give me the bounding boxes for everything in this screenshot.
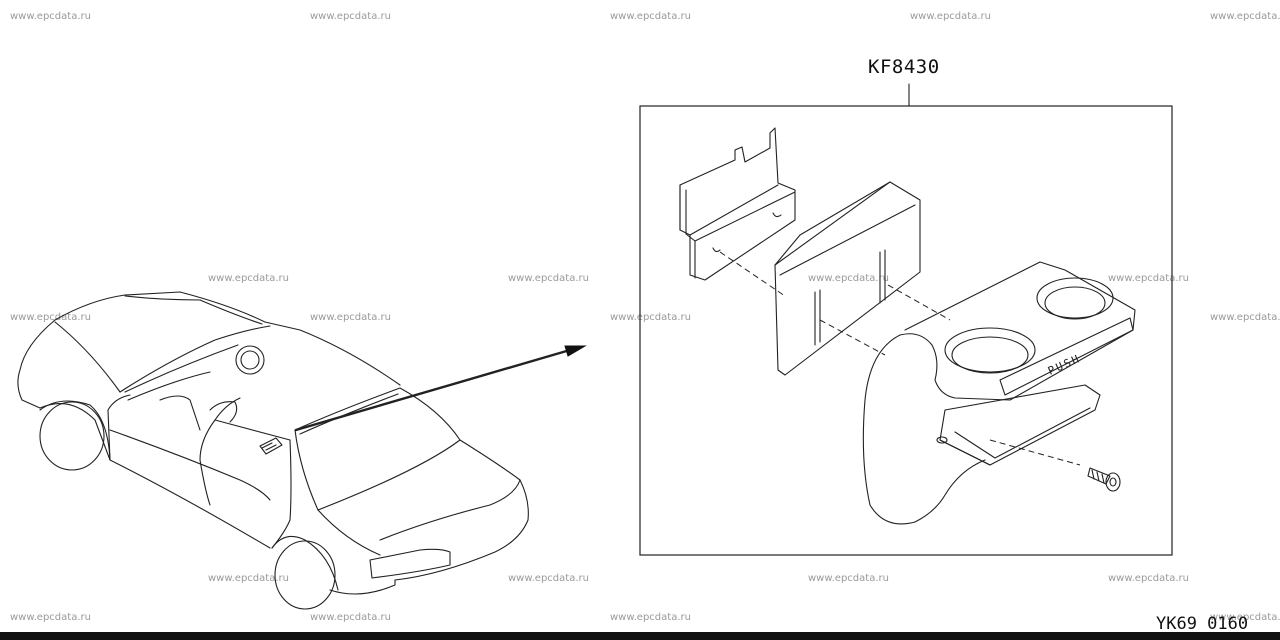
screw (1087, 467, 1121, 492)
part-number-label: KF8430 (868, 56, 940, 78)
watermark: www.epcdata.ru (310, 312, 391, 323)
watermark: www.epcdata.ru (610, 11, 691, 22)
watermark: www.epcdata.ru (208, 273, 289, 284)
watermark: www.epcdata.ru (808, 573, 889, 584)
watermark: www.epcdata.ru (10, 11, 91, 22)
cup-holder: PUSH (862, 261, 1136, 525)
watermark: www.epcdata.ru (10, 612, 91, 623)
watermark: www.epcdata.ru (208, 573, 289, 584)
watermark: www.epcdata.ru (610, 612, 691, 623)
watermark: www.epcdata.ru (310, 612, 391, 623)
diagram-code: YK69 0160 (1156, 614, 1249, 634)
watermark: www.epcdata.ru (1210, 612, 1280, 623)
mounting-bracket (679, 127, 796, 281)
watermark: www.epcdata.ru (610, 312, 691, 323)
pointer-arrow (294, 345, 587, 432)
watermark: www.epcdata.ru (10, 312, 91, 323)
mounting-plate (774, 181, 921, 376)
detail-frame (639, 105, 1173, 556)
watermark: www.epcdata.ru (508, 573, 589, 584)
watermark: www.epcdata.ru (1210, 11, 1280, 22)
watermark: www.epcdata.ru (1108, 273, 1189, 284)
watermark: www.epcdata.ru (310, 11, 391, 22)
watermark: www.epcdata.ru (808, 273, 889, 284)
watermark: www.epcdata.ru (1108, 573, 1189, 584)
car-illustration (17, 291, 529, 610)
watermark: www.epcdata.ru (508, 273, 589, 284)
watermark: www.epcdata.ru (910, 11, 991, 22)
bottom-border (0, 632, 1280, 640)
watermark: www.epcdata.ru (1210, 312, 1280, 323)
